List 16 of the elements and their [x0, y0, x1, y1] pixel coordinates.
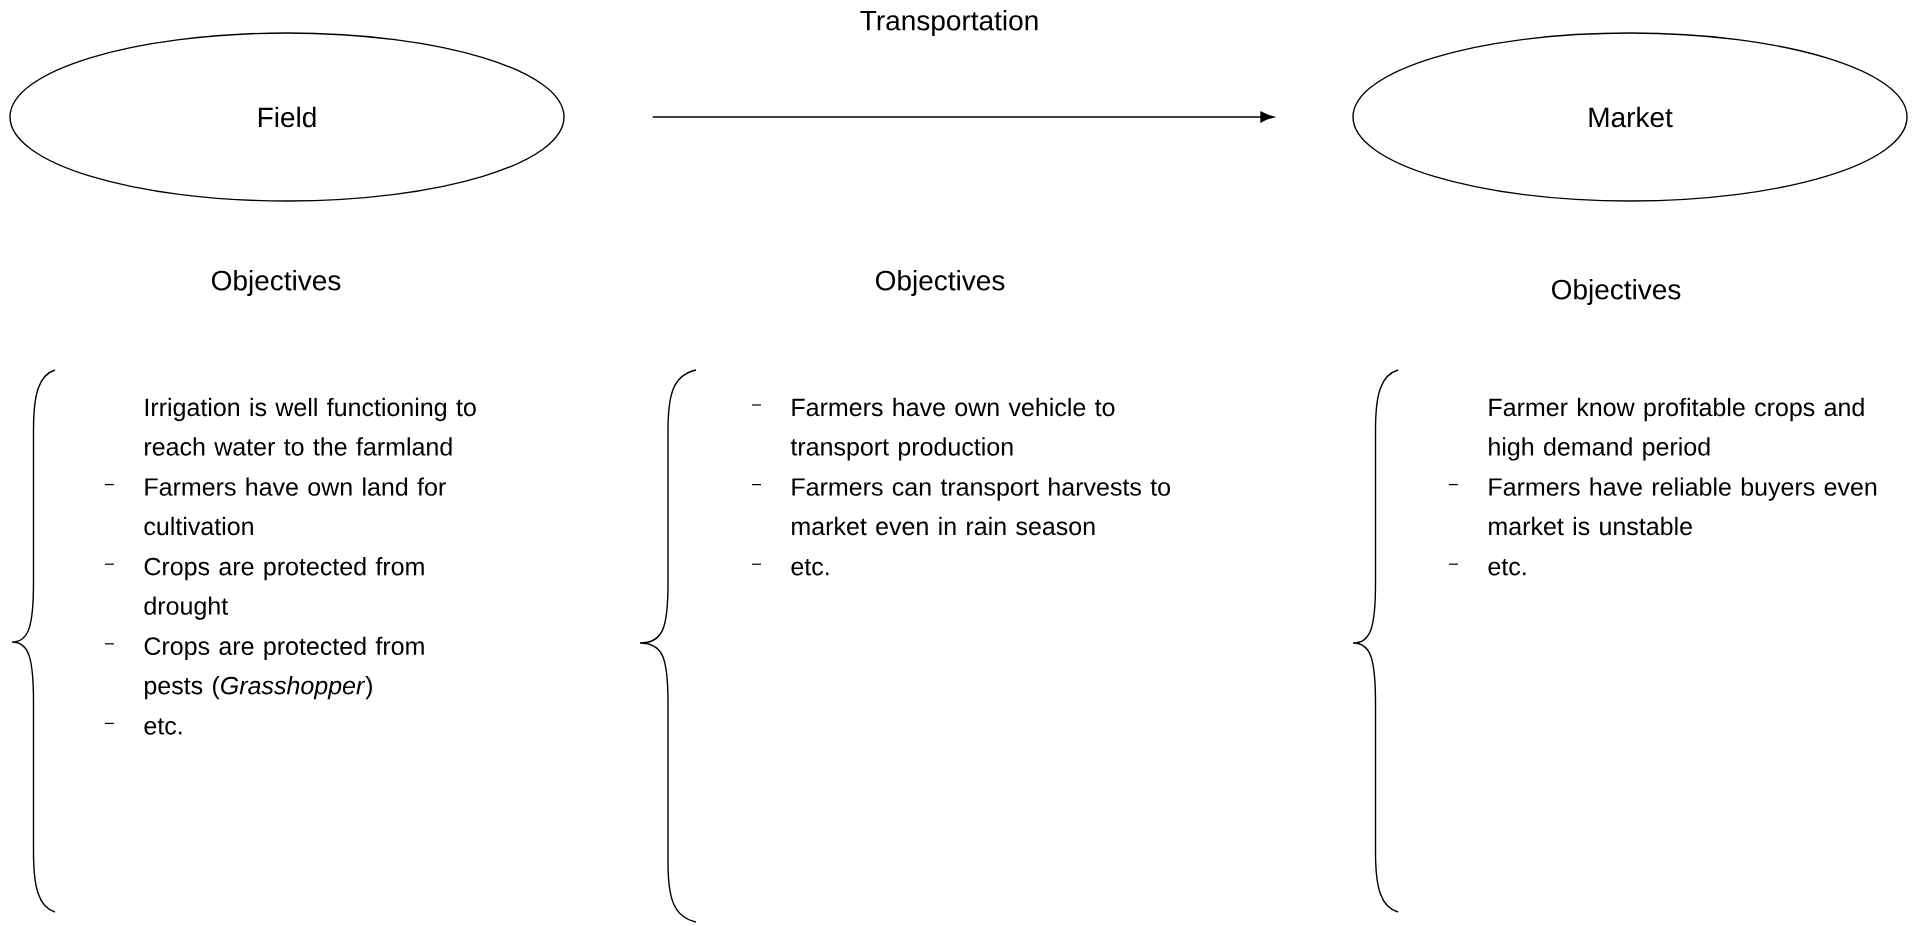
- heading: Objectives: [211, 269, 341, 297]
- list-item: etc.: [144, 718, 182, 735]
- list-item: Crops are protected from pests (Grasshopper): [144, 636, 424, 700]
- list-item: etc.: [1488, 559, 1526, 576]
- arrow: [652, 111, 1275, 123]
- ellipse-node: Field: [9, 32, 565, 202]
- list-item: Crops are protected from drought: [144, 557, 424, 620]
- list-item: Farmer know profitable crops and high demand period: [1489, 397, 1864, 461]
- heading: Objectives: [1552, 278, 1681, 306]
- edge-label: Transportation: [860, 9, 1038, 37]
- ellipse-node: Market: [1352, 32, 1908, 202]
- list-item: Irrigation is well functioning to reach water to the farmland: [145, 397, 476, 456]
- list-item: Farmers have own vehicle to transport production: [790, 397, 1115, 461]
- heading: Objectives: [875, 269, 1005, 297]
- list-item: Farmers have own land for cultivation: [144, 477, 446, 536]
- list-item: etc.: [791, 559, 829, 576]
